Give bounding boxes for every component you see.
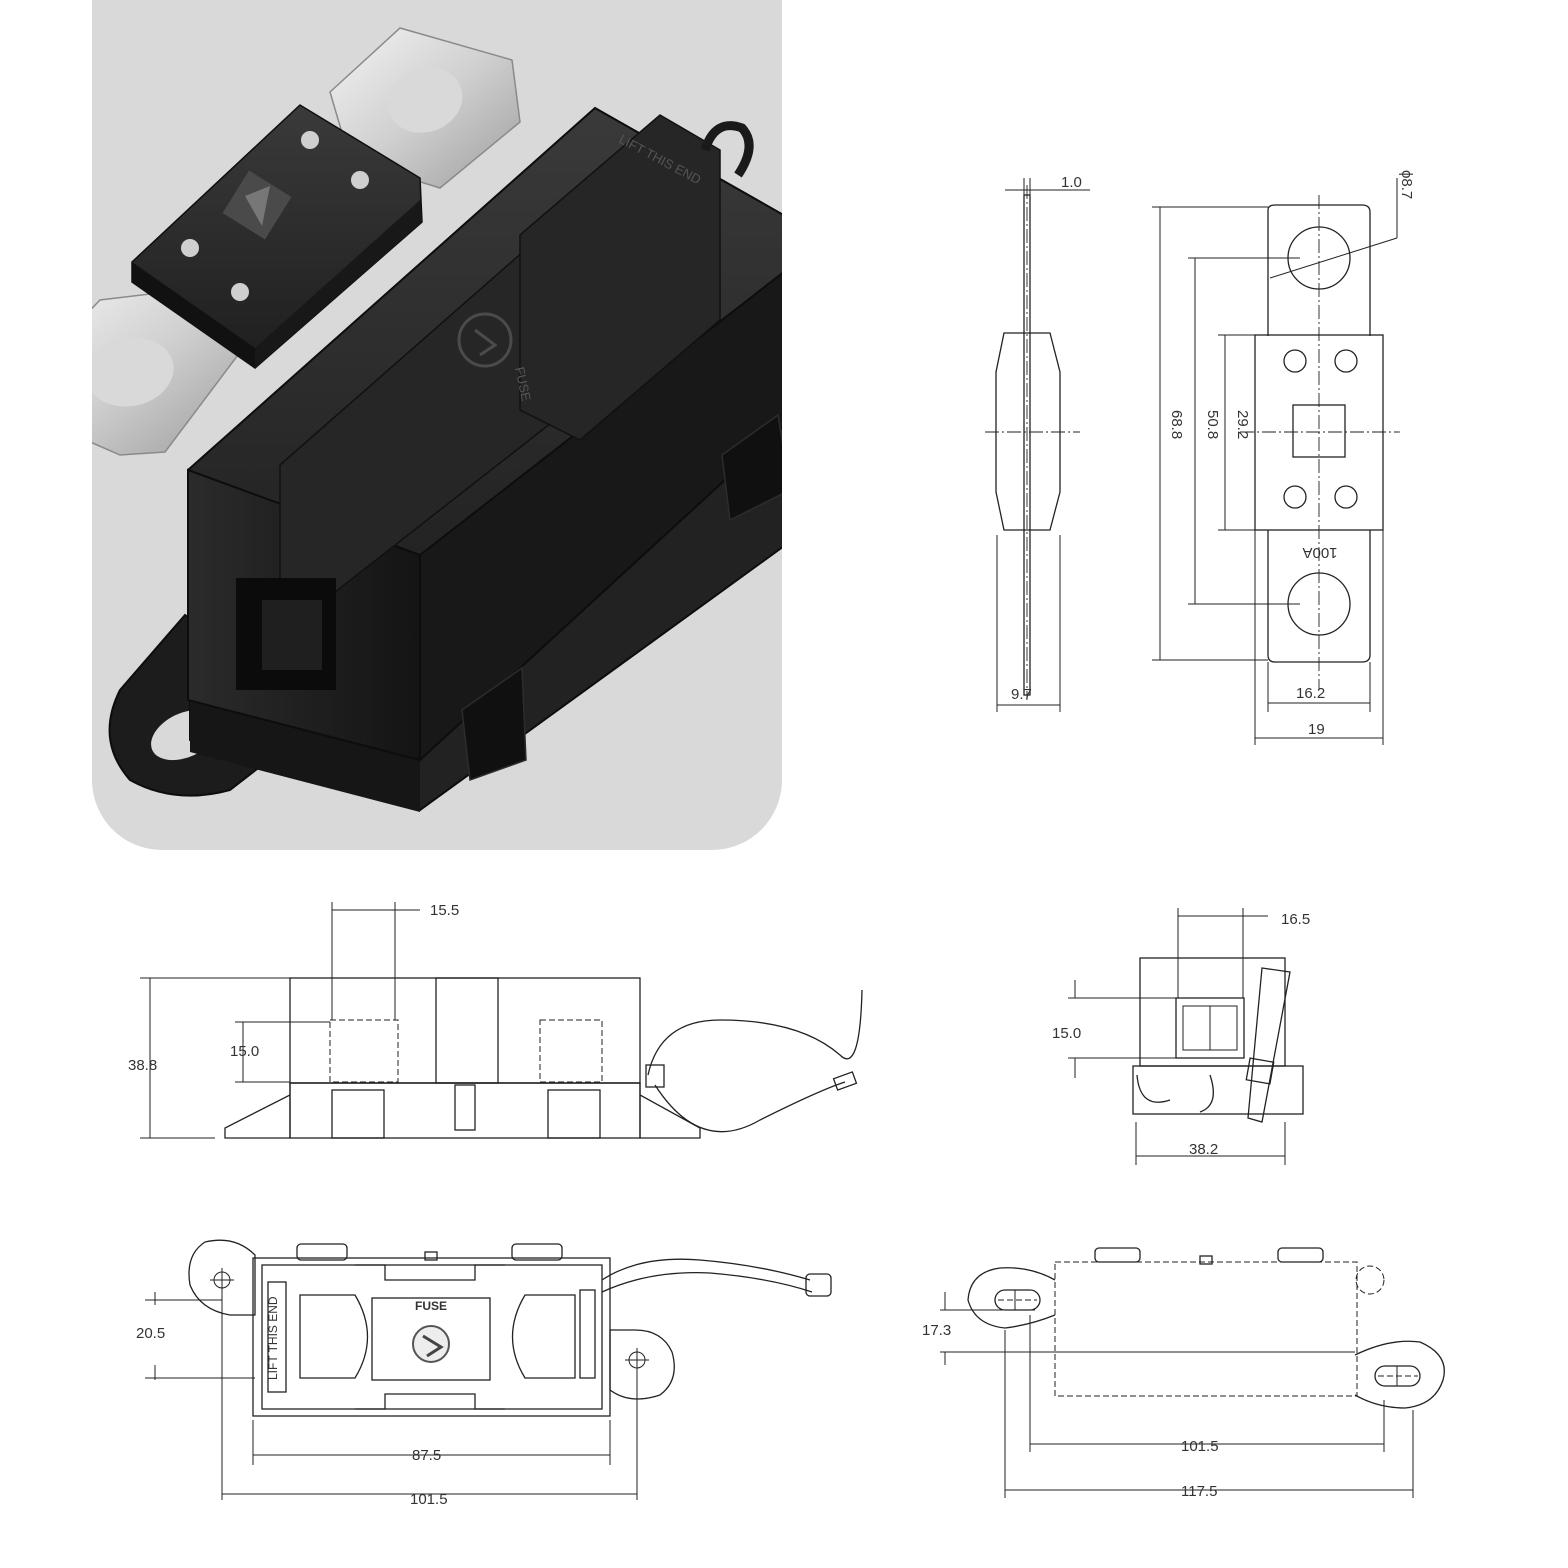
holder-dimension-drawing: 15.5 38.8 15.0 16.5 15.0 bbox=[128, 902, 1445, 1508]
base-mount-spacing-label: 101.5 bbox=[1181, 1438, 1219, 1455]
fuse-side-view: 1.0 9.7 bbox=[985, 174, 1090, 712]
plan-mount-spacing-label: 101.5 bbox=[410, 1491, 448, 1508]
fuse-front-view: 100A ϕ8.7 68.8 50.8 29.2 16.2 19 bbox=[1152, 170, 1415, 745]
fuse-body bbox=[131, 104, 423, 369]
fuse-terminal-width-label: 16.2 bbox=[1296, 685, 1325, 702]
fuse-width-label: 9.7 bbox=[1011, 686, 1032, 703]
photo-brand-text: FUSE bbox=[512, 366, 534, 403]
holder-height-label: 38.8 bbox=[128, 1057, 157, 1074]
end-window-height-label: 15.0 bbox=[1052, 1025, 1081, 1042]
base-overall-length-label: 117.5 bbox=[1181, 1483, 1217, 1500]
end-width-label: 38.2 bbox=[1189, 1141, 1218, 1158]
plan-brand-text: FUSE bbox=[415, 1299, 447, 1313]
fuse-hole-spacing-label: 50.8 bbox=[1204, 410, 1221, 439]
holder-top-view: LIFT THIS END FUSE 20.5 87.5 101.5 bbox=[136, 1239, 832, 1508]
fuse-hole-label: ϕ8.7 bbox=[1398, 170, 1415, 199]
plan-offset-label: 20.5 bbox=[136, 1325, 165, 1342]
fuse-body-width-label: 19 bbox=[1308, 721, 1325, 738]
product-photo-illustration: FUSE LIFT THIS END bbox=[92, 27, 782, 812]
holder-end-view: 16.5 15.0 38.2 bbox=[1052, 908, 1310, 1165]
plan-body-length-label: 87.5 bbox=[412, 1447, 441, 1464]
product-photo: FUSE LIFT THIS END bbox=[92, 0, 782, 850]
holder-window-width-label: 15.5 bbox=[430, 902, 459, 919]
holder-front-view: 15.5 38.8 15.0 bbox=[128, 902, 863, 1139]
fuse-body-length-label: 29.2 bbox=[1234, 410, 1251, 439]
base-offset-label: 17.3 bbox=[922, 1322, 951, 1339]
base-top-view: 17.3 101.5 117.5 bbox=[922, 1247, 1445, 1500]
fuse-dimension-drawing: 1.0 9.7 100A ϕ8.7 68.8 bbox=[985, 170, 1415, 745]
fuse-rating-label: 100A bbox=[1302, 544, 1337, 561]
fuse-thickness-label: 1.0 bbox=[1061, 174, 1082, 191]
fuse-holder: FUSE LIFT THIS END bbox=[108, 106, 782, 812]
plan-lid-text: LIFT THIS END bbox=[266, 1296, 280, 1380]
holder-window-height-label: 15.0 bbox=[230, 1043, 259, 1060]
fuse-total-length-label: 68.8 bbox=[1168, 410, 1185, 439]
end-window-width-label: 16.5 bbox=[1281, 911, 1310, 928]
